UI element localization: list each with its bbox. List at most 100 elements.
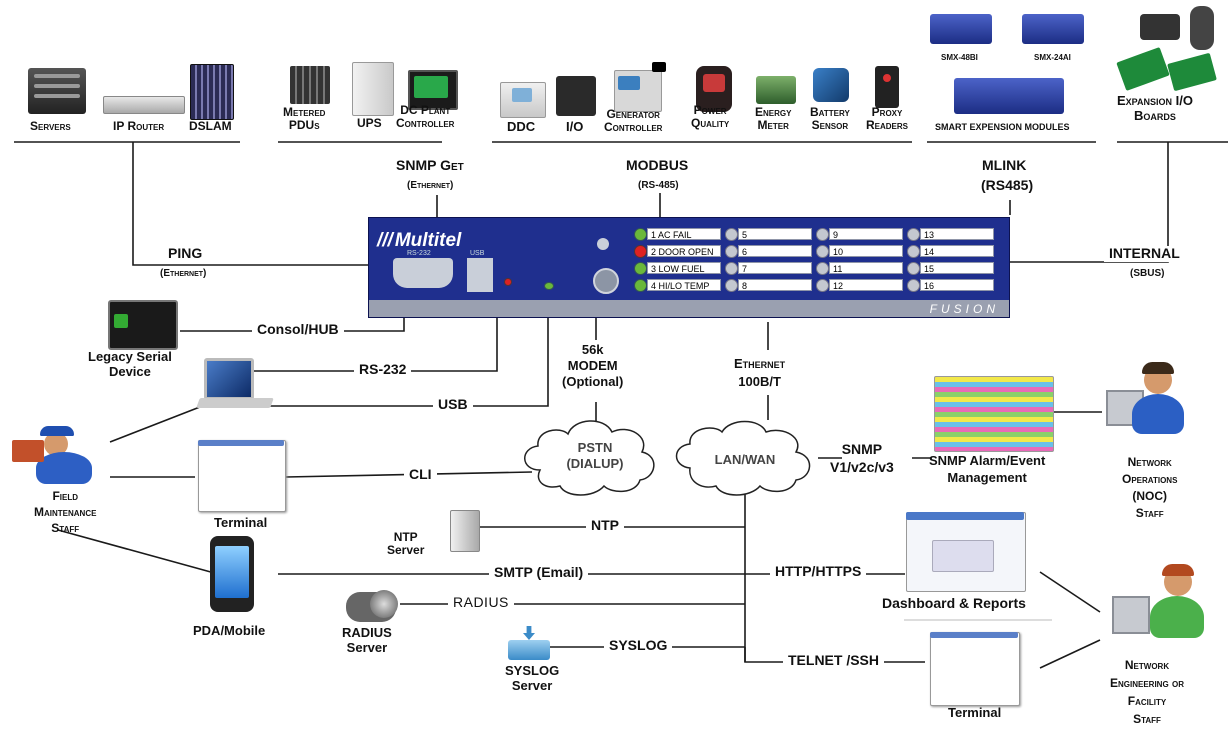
- alarm-point-9: 9: [829, 228, 903, 240]
- telnet-ssh-label: TELNET /SSH: [783, 652, 885, 669]
- battery-sensor-image: [813, 68, 849, 102]
- snmp-management-screen: [934, 376, 1054, 452]
- alarm-led-4: [634, 279, 647, 292]
- alarm-led-11: [816, 262, 829, 275]
- terminal-left-image: [198, 440, 286, 512]
- alarm-point-3: 3 LOW FUEL: [647, 262, 721, 274]
- alarm-point-5: 5: [738, 228, 812, 240]
- alarm-point-13: 13: [920, 228, 994, 240]
- controller-rail: [369, 300, 1009, 317]
- internal-line: [1008, 142, 1169, 263]
- servers-label: Servers: [30, 119, 71, 133]
- alarm-led-8: [725, 279, 738, 292]
- alarm-point-8: 8: [738, 279, 812, 291]
- alarm-led-3: [634, 262, 647, 275]
- dslam-label: DSLAM: [189, 119, 232, 133]
- alarm-led-14: [907, 245, 920, 258]
- cli-label: CLI: [404, 466, 437, 483]
- alarm-point-10: 10: [829, 245, 903, 257]
- toolbox-icon: [12, 440, 44, 462]
- internal-label: INTERNAL: [1104, 245, 1185, 262]
- ping-line: [132, 142, 368, 266]
- lanwan-cloud: [675, 420, 811, 496]
- alarm-point-16: 16: [920, 279, 994, 291]
- io-image: [556, 76, 596, 116]
- ddc-label: DDC: [507, 119, 536, 134]
- syslog-link-label: SYSLOG: [604, 637, 673, 654]
- ntp-link-label: NTP: [586, 517, 624, 534]
- rs232-line: [253, 316, 498, 372]
- smx24ai-label: SMX-24AI: [1034, 53, 1071, 62]
- usb-port-label: USB: [470, 250, 485, 257]
- silence-knob: [593, 268, 619, 294]
- dslam-image: [190, 64, 234, 120]
- metered-pdus-image: [290, 66, 330, 104]
- alarm-led-9: [816, 228, 829, 241]
- alarm-led-13: [907, 228, 920, 241]
- reset-button: [597, 238, 609, 250]
- smx48bi-image: [930, 14, 992, 44]
- internal-sub-label: (SBUS): [1130, 268, 1165, 279]
- alarm-point-6: 6: [738, 245, 812, 257]
- laptop-image: [204, 358, 254, 400]
- snmp-get-label: SNMP Get: [396, 157, 464, 173]
- smx24ai-image: [1022, 14, 1084, 44]
- alarm-led-10: [816, 245, 829, 258]
- ip-router-label: IP Router: [113, 119, 165, 133]
- alarm-point-1: 1 AC FAIL: [647, 228, 721, 240]
- http-label: HTTP/HTTPS: [770, 563, 867, 580]
- alarm-led-1: [634, 228, 647, 241]
- mlink-label: MLINK: [982, 157, 1027, 173]
- expansion-clamp-image: [1190, 6, 1214, 50]
- smtp-label: SMTP (Email): [489, 564, 589, 581]
- rs232-port: [393, 258, 453, 288]
- usb-line: [270, 316, 549, 407]
- mlink-sub-label: (RS485): [981, 177, 1034, 193]
- rs232-link-label: RS-232: [354, 361, 412, 378]
- alarm-led-15: [907, 262, 920, 275]
- usb-link-label: USB: [433, 396, 473, 413]
- smart-module-image: [954, 78, 1064, 114]
- syslog-server-image: [508, 640, 550, 660]
- terminal-right-image: [930, 632, 1020, 706]
- consol-hub-label: Consol/HUB: [252, 321, 344, 338]
- alarm-led-12: [816, 279, 829, 292]
- terminal-right-label: Terminal: [948, 705, 1002, 720]
- alarm-led-2: [634, 245, 647, 258]
- status-led: [504, 278, 512, 286]
- dashboard-label: Dashboard & Reports: [882, 595, 1026, 611]
- modbus-sub-label: (RS-485): [638, 180, 679, 191]
- alarm-led-7: [725, 262, 738, 275]
- multitel-logo: ///Multitel: [377, 230, 462, 251]
- modbus-label: MODBUS: [626, 157, 689, 173]
- alarm-point-15: 15: [920, 262, 994, 274]
- ups-label: UPS: [357, 116, 382, 130]
- rs232-port-label: RS-232: [407, 250, 431, 257]
- pda-label: PDA/Mobile: [193, 623, 266, 638]
- alarm-led-5: [725, 228, 738, 241]
- proxy-reader-image: [875, 66, 899, 108]
- eng-monitor-icon: [1112, 596, 1150, 634]
- alarm-point-11: 11: [829, 262, 903, 274]
- alarm-point-12: 12: [829, 279, 903, 291]
- alarm-point-14: 14: [920, 245, 994, 257]
- terminal-left-label: Terminal: [214, 515, 268, 530]
